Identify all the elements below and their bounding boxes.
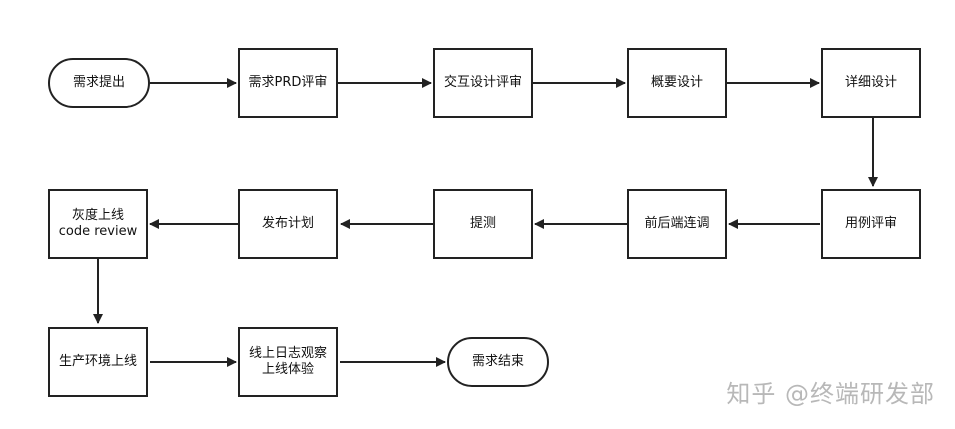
node-end-label: 需求结束 [471, 354, 524, 369]
node-prd-review: 需求PRD评审 [238, 48, 338, 118]
node-release-plan-label: 发布计划 [261, 216, 314, 231]
node-fe-be-integration-label: 前后端连调 [644, 216, 710, 231]
node-online-observe-label: 线上日志观察 上线体验 [248, 346, 327, 377]
node-online-observe: 线上日志观察 上线体验 [238, 327, 338, 397]
node-outline-design-label: 概要设计 [650, 75, 703, 90]
node-prod-release: 生产环境上线 [48, 327, 148, 397]
node-start-label: 需求提出 [72, 75, 125, 90]
node-prod-release-label: 生产环境上线 [58, 354, 137, 369]
node-outline-design: 概要设计 [627, 48, 727, 118]
node-testcase-review: 用例评审 [821, 189, 921, 259]
watermark: 知乎 @终端研发部 [726, 380, 935, 408]
node-detail-design: 详细设计 [821, 48, 921, 118]
node-detail-design-label: 详细设计 [844, 75, 897, 90]
node-qa-submission-label: 提测 [469, 216, 496, 231]
node-prd-review-label: 需求PRD评审 [248, 75, 328, 90]
node-qa-submission: 提测 [433, 189, 533, 259]
node-testcase-review-label: 用例评审 [844, 216, 897, 231]
node-gray-release-label: 灰度上线 code review [58, 208, 138, 239]
node-end: 需求结束 [447, 337, 549, 387]
node-release-plan: 发布计划 [238, 189, 338, 259]
node-interaction-review: 交互设计评审 [433, 48, 533, 118]
node-gray-release: 灰度上线 code review [48, 189, 148, 259]
node-interaction-review-label: 交互设计评审 [443, 75, 522, 90]
node-start: 需求提出 [48, 58, 150, 108]
node-fe-be-integration: 前后端连调 [627, 189, 727, 259]
